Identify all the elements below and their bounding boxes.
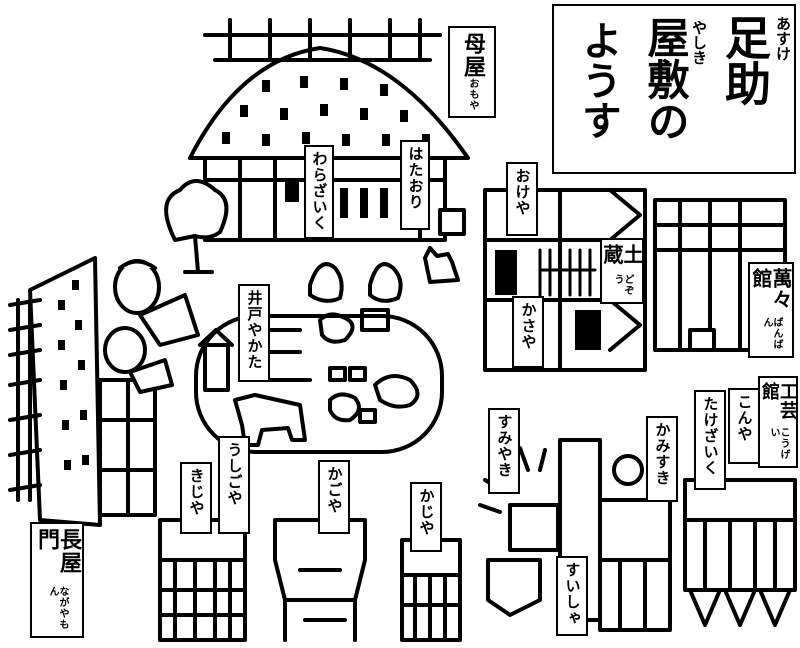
kijiya-label: きじや <box>187 468 206 516</box>
sign-kamisuki[interactable]: かみすき <box>646 416 678 502</box>
farmer-figures <box>103 259 200 394</box>
kamisuki-label: かみすき <box>653 422 672 486</box>
tree <box>164 179 229 274</box>
sign-nagayamon[interactable]: 長屋門 ながやもん <box>30 522 84 638</box>
dozou-label: 土蔵 <box>600 244 644 265</box>
omoya-label: 母屋 <box>460 32 485 78</box>
banbankan-ruby: ばんばん <box>761 317 782 351</box>
courtyard-pond <box>194 308 444 454</box>
bottom-workshops <box>158 438 797 642</box>
takezaiku-label: たけざいく <box>701 396 720 476</box>
kagoya-label: かごや <box>325 466 344 514</box>
nagayamon-building <box>8 256 157 527</box>
title-line3: ようす <box>575 20 621 140</box>
sign-kajiya[interactable]: かじや <box>410 482 442 552</box>
sign-suishiya[interactable]: すいしゃ <box>556 556 588 636</box>
title-line1: 足助 <box>718 14 772 106</box>
sign-konya[interactable]: こんや <box>728 388 760 464</box>
sign-takezaiku[interactable]: たけざいく <box>694 390 726 490</box>
banbankan-label: 萬々館 <box>749 268 793 310</box>
chickens-and-cat <box>308 246 460 303</box>
kougeikan-ruby: こうげい <box>768 427 789 461</box>
sign-hataori[interactable]: はたおり <box>400 140 430 230</box>
sign-kasaya[interactable]: かさや <box>512 296 544 368</box>
ushigoya-label: うしごや <box>225 442 244 506</box>
dozou-ruby: どぞう <box>612 274 633 297</box>
idoyakata-label: 井戸やかた <box>245 290 264 370</box>
title-ruby-yashiki: やしき <box>690 20 708 65</box>
omoya-ruby: おもや <box>467 78 478 111</box>
sign-kougeikan[interactable]: 工芸館 こうげい <box>758 376 798 468</box>
sign-kagoya[interactable]: かごや <box>318 460 350 534</box>
suishiya-label: すいしゃ <box>563 562 582 626</box>
sign-okeya[interactable]: おけや <box>506 162 538 236</box>
sign-dozou[interactable]: 土蔵 どぞう <box>600 238 644 304</box>
sumiyaki-label: すみやき <box>495 414 514 478</box>
kajiya-label: かじや <box>417 488 436 536</box>
nagayamon-ruby: ながやもん <box>47 585 68 630</box>
sign-idoyakata[interactable]: 井戸やかた <box>238 284 270 382</box>
kougeikan-label: 工芸館 <box>759 382 798 420</box>
sign-sumiyaki[interactable]: すみやき <box>488 408 520 494</box>
title-ruby-asuke: あすけ <box>774 16 792 61</box>
sign-kijiya[interactable]: きじや <box>180 462 212 534</box>
hataori-label: はたおり <box>406 146 425 210</box>
title-line2: 屋敷の <box>641 16 690 142</box>
sign-ushigoya[interactable]: うしごや <box>218 436 250 534</box>
sign-warazaiku[interactable]: わらざいく <box>304 145 334 239</box>
sign-banbankan[interactable]: 萬々館 ばんばん <box>748 262 794 358</box>
kasaya-label: かさや <box>519 302 538 350</box>
map-title: あすけ 足助 やしき 屋敷の ようす <box>552 4 796 174</box>
okeya-label: おけや <box>513 168 532 216</box>
warazaiku-label: わらざいく <box>310 151 329 231</box>
konya-label: こんや <box>735 394 754 442</box>
sign-omoya[interactable]: 母屋 おもや <box>448 26 496 118</box>
nagayamon-label: 長屋門 <box>34 528 81 574</box>
